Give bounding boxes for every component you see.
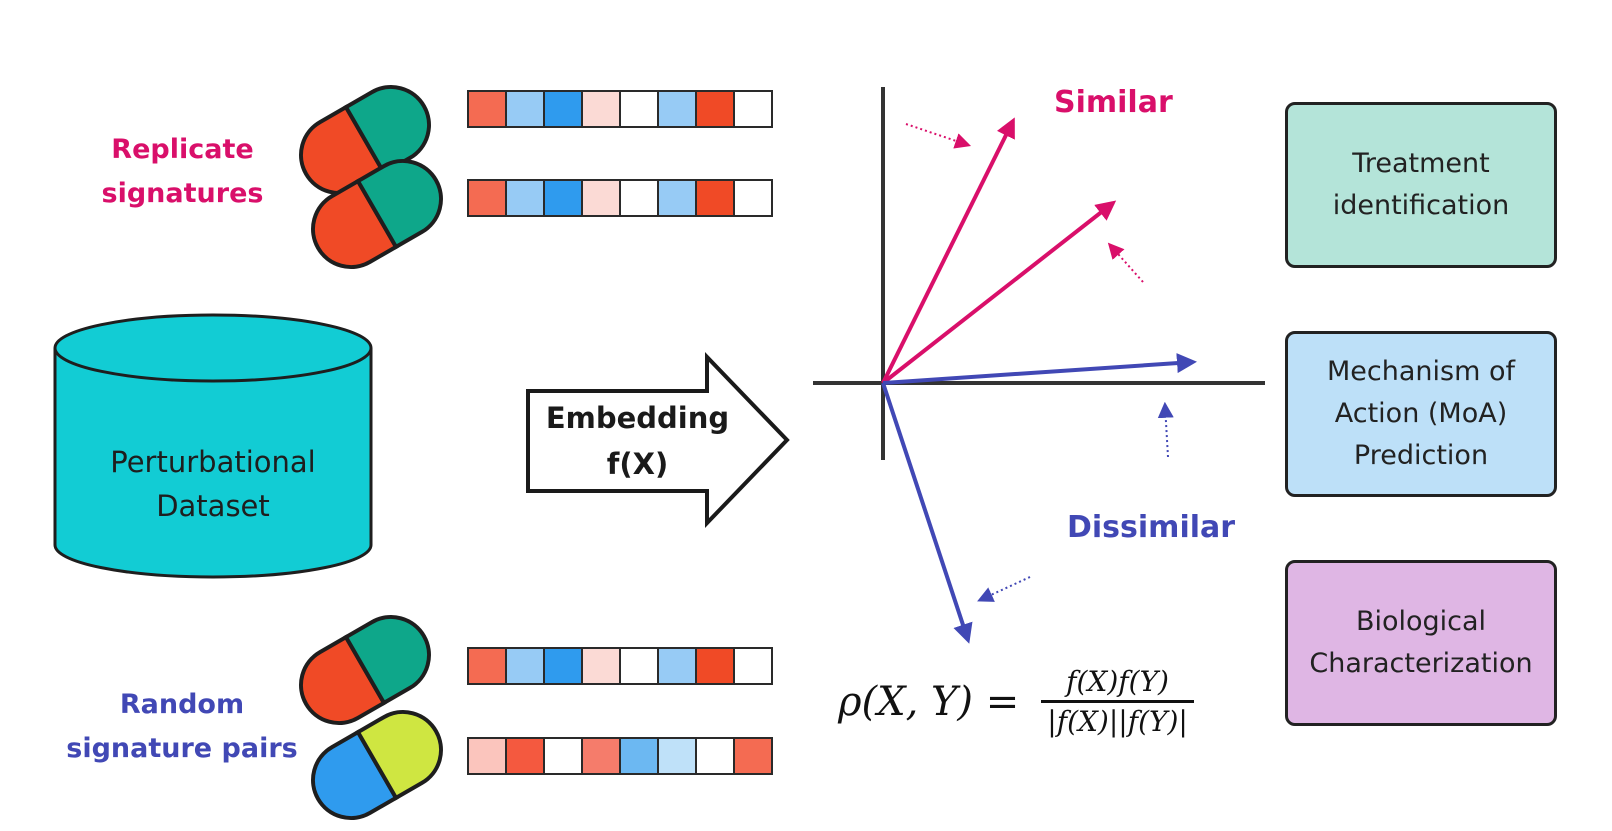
outcome-line: Mechanism of bbox=[1327, 356, 1515, 387]
signature-cell bbox=[657, 90, 697, 128]
signature-cell bbox=[733, 647, 773, 685]
signature-cell bbox=[657, 737, 697, 775]
database-cylinder-icon bbox=[53, 313, 373, 579]
embedding-label-line-2: f(X) bbox=[606, 447, 669, 481]
signature-cell bbox=[733, 179, 773, 217]
replicate-label-line-1: Replicate bbox=[111, 134, 254, 165]
dataset-label: Perturbational Dataset bbox=[55, 440, 371, 528]
similar-vector-1 bbox=[881, 117, 1015, 384]
random-pairs-label: Random signature pairs bbox=[62, 683, 302, 771]
dissimilar-vector-2 bbox=[881, 382, 973, 644]
signature-cell bbox=[581, 737, 621, 775]
signature-cell bbox=[657, 647, 697, 685]
formula-denominator: |f(X)||f(Y)| bbox=[1047, 705, 1188, 738]
signature-cell bbox=[467, 647, 507, 685]
signature-cell bbox=[581, 90, 621, 128]
pill-icon-replicate-2 bbox=[311, 159, 443, 269]
dataset-label-line-2: Dataset bbox=[156, 489, 270, 523]
pill-icon-random-2 bbox=[311, 710, 443, 820]
formula-numerator: f(X)f(Y) bbox=[1066, 665, 1169, 698]
dataset-label-line-1: Perturbational bbox=[110, 445, 316, 479]
similar-vector-2 bbox=[881, 200, 1117, 385]
signature-cell bbox=[695, 647, 735, 685]
signature-cell bbox=[619, 647, 659, 685]
signature-cell bbox=[695, 90, 735, 128]
similar-label: Similar bbox=[1054, 85, 1173, 120]
signature-cell bbox=[505, 90, 545, 128]
dissimilar-label: Dissimilar bbox=[1067, 510, 1236, 545]
embedding-label: Embedding f(X) bbox=[530, 395, 745, 487]
dissimilar-pointer-1 bbox=[1157, 401, 1174, 458]
signature-cell bbox=[733, 737, 773, 775]
signature-random-2 bbox=[467, 737, 773, 775]
outcome-box-biological-characterization: Biological Characterization bbox=[1285, 560, 1557, 726]
outcome-box-treatment-identification: Treatment identification bbox=[1285, 102, 1557, 268]
signature-cell bbox=[467, 90, 507, 128]
replicate-signatures-label: Replicate signatures bbox=[95, 128, 270, 216]
dissimilar-vector-1 bbox=[882, 353, 1197, 385]
outcome-line: Prediction bbox=[1353, 440, 1489, 471]
signature-cell bbox=[695, 179, 735, 217]
embedding-arrow-icon bbox=[526, 352, 790, 528]
similar-pointer-1 bbox=[905, 123, 972, 149]
outcome-line: identification bbox=[1332, 190, 1510, 221]
signature-cell bbox=[543, 90, 583, 128]
outcome-line: Treatment bbox=[1352, 148, 1490, 179]
signature-cell bbox=[543, 737, 583, 775]
formula-fraction: f(X)f(Y) |f(X)||f(Y)| bbox=[1041, 665, 1194, 738]
signature-cell bbox=[581, 647, 621, 685]
pill-icon-random-1 bbox=[299, 615, 431, 725]
signature-cell bbox=[543, 647, 583, 685]
signature-cell bbox=[543, 179, 583, 217]
random-label-line-1: Random bbox=[119, 689, 245, 720]
signature-cell bbox=[505, 737, 545, 775]
signature-cell bbox=[581, 179, 621, 217]
signature-cell bbox=[619, 737, 659, 775]
replicate-label-line-2: signatures bbox=[101, 178, 264, 209]
formula-lhs: ρ(X, Y) = bbox=[838, 678, 1020, 725]
outcome-line: Action (MoA) bbox=[1334, 398, 1508, 429]
random-label-line-2: signature pairs bbox=[66, 733, 298, 764]
signature-cell bbox=[619, 90, 659, 128]
signature-cell bbox=[657, 179, 697, 217]
signature-cell bbox=[733, 90, 773, 128]
cosine-similarity-formula: ρ(X, Y) = f(X)f(Y) |f(X)||f(Y)| bbox=[838, 665, 1194, 738]
outcome-line: Biological bbox=[1355, 606, 1487, 637]
signature-cell bbox=[619, 179, 659, 217]
fraction-bar bbox=[1041, 700, 1194, 703]
outcome-box-moa-prediction: Mechanism of Action (MoA) Prediction bbox=[1285, 331, 1557, 497]
outcome-line: Characterization bbox=[1309, 648, 1533, 679]
similar-pointer-2 bbox=[1107, 242, 1144, 283]
embedding-label-line-1: Embedding bbox=[545, 401, 730, 435]
signature-cell bbox=[467, 179, 507, 217]
signature-random-1 bbox=[467, 647, 773, 685]
signature-cell bbox=[695, 737, 735, 775]
signature-replicate-2 bbox=[467, 179, 773, 217]
signature-cell bbox=[467, 737, 507, 775]
dissimilar-pointer-2 bbox=[977, 576, 1031, 602]
signature-cell bbox=[505, 179, 545, 217]
signature-cell bbox=[505, 647, 545, 685]
signature-replicate-1 bbox=[467, 90, 773, 128]
